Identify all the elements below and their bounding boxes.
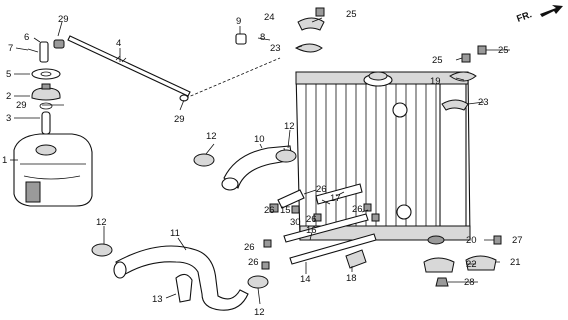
callout-4: 4 <box>116 38 121 49</box>
callout-7: 7 <box>8 43 13 54</box>
callout-29c: 29 <box>174 114 185 125</box>
callout-25b: 25 <box>432 55 443 66</box>
upper-hose <box>193 145 297 191</box>
callout-1: 1 <box>2 155 7 166</box>
callout-17: 17 <box>330 193 341 204</box>
radiator-core <box>295 71 471 241</box>
callout-12c: 12 <box>96 217 107 228</box>
callout-12b: 12 <box>284 121 295 132</box>
callout-21: 21 <box>510 257 521 268</box>
mount-parts-right <box>235 7 502 287</box>
callout-16: 16 <box>306 225 317 236</box>
callout-24: 24 <box>264 12 275 23</box>
callout-26b: 26 <box>264 205 275 216</box>
callout-10: 10 <box>254 134 265 145</box>
callout-23b: 23 <box>478 97 489 108</box>
callout-25a: 25 <box>346 9 357 20</box>
callout-26f: 26 <box>248 257 259 268</box>
front-direction-arrow: FR. <box>515 5 563 25</box>
callout-23a: 23 <box>270 43 281 54</box>
callout-3: 3 <box>6 113 11 124</box>
callout-29b: 29 <box>16 100 27 111</box>
callout-11: 11 <box>170 228 180 239</box>
callout-26c: 26 <box>306 214 317 225</box>
callout-26e: 26 <box>244 242 255 253</box>
callout-20: 20 <box>466 235 477 246</box>
callout-6: 6 <box>24 32 29 43</box>
callout-13: 13 <box>152 294 163 305</box>
callout-19: 19 <box>430 76 441 87</box>
callout-14: 14 <box>300 274 311 285</box>
callout-18: 18 <box>346 273 357 284</box>
lower-hose <box>91 243 269 311</box>
overflow-pipe <box>67 35 281 102</box>
callout-26a: 26 <box>316 184 327 195</box>
callout-15: 15 <box>280 205 291 216</box>
callout-12a: 12 <box>206 131 217 142</box>
callout-2: 2 <box>6 91 11 102</box>
callout-5: 5 <box>6 69 11 80</box>
callout-8: 8 <box>260 32 265 43</box>
callout-29a: 29 <box>58 14 69 25</box>
callout-9: 9 <box>236 16 241 27</box>
callout-26d: 26 <box>352 204 363 215</box>
callout-12d: 12 <box>254 307 265 318</box>
callout-27: 27 <box>512 235 523 246</box>
arrow-icon <box>540 5 563 17</box>
cooler-pipes <box>261 183 380 270</box>
callout-25c: 25 <box>498 45 509 56</box>
callout-labels: 1 2 3 4 5 6 7 8 9 10 11 12 12 12 12 13 1… <box>2 9 523 318</box>
leader-lines <box>10 17 510 305</box>
callout-28: 28 <box>464 277 475 288</box>
callout-22: 22 <box>466 259 477 270</box>
reservoir-tank <box>13 133 93 207</box>
callout-30: 30 <box>290 217 301 228</box>
reservoir-cap-stack <box>27 39 65 135</box>
direction-label: FR. <box>515 9 533 25</box>
